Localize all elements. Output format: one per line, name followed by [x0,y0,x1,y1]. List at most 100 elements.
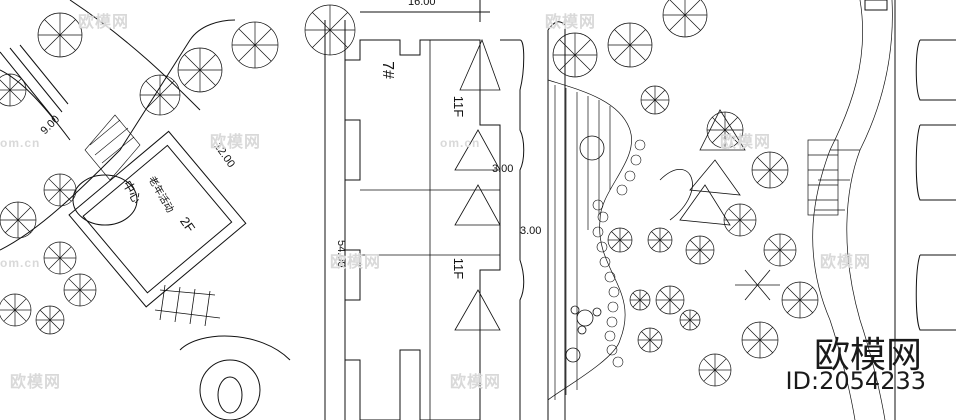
tree-spoke [768,238,781,251]
tree-spoke [757,157,771,171]
tree-spoke [669,14,686,31]
tree-spoke [714,358,727,371]
road-curve-top [69,0,201,111]
tree-spoke [651,231,661,241]
tree-spoke [669,299,681,311]
tree-spoke [17,219,31,233]
tree-spoke [68,289,81,302]
tree-spoke [639,299,648,308]
tree-spoke [669,289,681,301]
tree-spoke [199,54,216,71]
model-id-watermark: ID:2054233 [785,367,926,395]
tree-spoke [779,238,792,251]
tree-spoke [747,339,761,353]
tree-spoke [145,80,161,96]
tree-spoke [14,309,27,322]
tree-spoke [9,89,22,102]
tree-spoke [728,219,741,232]
tree-spoke [329,29,348,48]
dimension-gap-lower: 3.00 [520,225,542,237]
watermark-tile: 欧模网 [78,14,130,31]
tree-spoke [184,69,201,86]
tree-spoke [641,339,651,349]
tree-spoke [611,239,621,249]
dimension-top: 16.00 [408,0,436,8]
tree-spoke [5,207,19,221]
watermark-tile: 欧模网 [545,14,597,31]
dimension-gap-upper: 3.00 [492,163,514,175]
tree-spoke [611,231,621,241]
tree-spoke [17,207,31,221]
tree-spoke [787,299,801,313]
tree-spoke [689,239,701,251]
tree-spoke [574,54,591,71]
tree-spoke [712,117,726,131]
tree-spoke [659,239,669,249]
tree-spoke [559,39,576,56]
tree-spoke [619,231,629,241]
tree-spoke [159,94,175,110]
top-dimension-line [360,0,490,22]
tree-spoke [59,246,72,259]
brand-watermark: 欧模网 [813,335,922,376]
tree-spoke [629,29,646,46]
tree-spoke [59,34,76,51]
tree-spoke [9,78,22,91]
table-sets [565,135,605,363]
tree-spoke [759,327,773,341]
tree-spoke [632,299,641,308]
tree-spoke [68,278,81,291]
tree-spoke [659,299,671,311]
tree-spoke [639,292,648,301]
tree-spoke [689,249,701,261]
diagonal-paving-lines [0,44,69,121]
tree-spoke [59,257,72,270]
block-number-label: 7# [378,61,396,79]
tree-spoke [329,12,348,31]
tree-spoke [684,0,701,16]
tree-spoke [312,12,331,31]
watermark-tile: 欧模网 [330,254,382,271]
tree-spoke [49,319,61,331]
tree-spoke [684,14,701,31]
tree-spoke [79,289,92,302]
tree-spoke [48,246,61,259]
tree-spoke [59,178,72,191]
tree-spoke [669,0,686,16]
umbrella-structures [659,109,780,301]
tree-spoke [48,178,61,191]
tree-spoke [632,292,641,301]
tree-spoke [3,298,16,311]
block-edge-right [500,39,525,420]
tree-spoke [312,29,331,48]
tree-spoke [689,319,698,328]
tree-spoke [159,80,175,96]
tree-spoke [699,249,711,261]
tree-spoke [44,34,61,51]
tree-spoke [649,339,659,349]
watermark-tile: 欧模网 [10,374,62,391]
tree-spoke [739,219,752,232]
tree-spoke [682,312,691,321]
tree-spoke [39,319,51,331]
tree-spoke [724,129,738,143]
tree-spoke [619,239,629,249]
tree-spoke [644,89,656,101]
tree-spoke [254,28,272,46]
watermark-tile: 欧模网 [450,374,502,391]
tree-spoke [0,89,11,101]
watermark-domain: om.cn [0,136,41,150]
watermark-tile: 欧模网 [210,134,262,151]
tree-spoke [238,44,256,62]
dimension-vertical: 54.00 [335,240,347,268]
tree-spoke [747,327,761,341]
tree-spoke [559,54,576,71]
tree-spoke [145,94,161,110]
pergola [154,284,221,327]
tree-spoke [199,69,216,86]
tree-spoke [659,289,671,301]
road-arc-left [0,69,71,141]
tree-spoke [739,208,752,221]
tree-spoke [654,99,666,111]
